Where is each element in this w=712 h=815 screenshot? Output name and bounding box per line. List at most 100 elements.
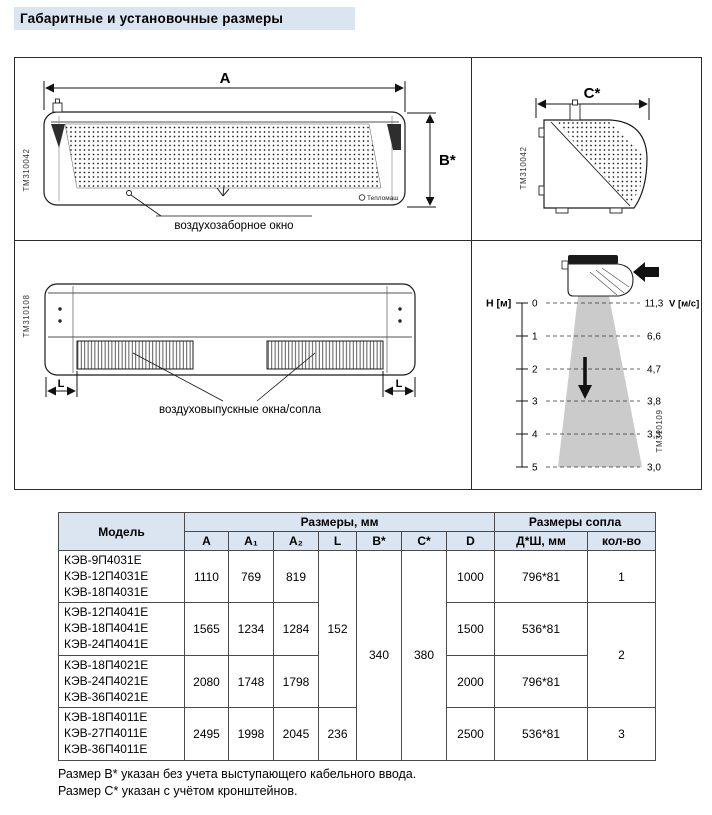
fan-mark-icon [216,185,230,197]
dim-l-cell: 152 [318,549,357,709]
svg-text:0: 0 [532,299,538,310]
footnote: Размер B* указан без учета выступающего … [58,767,417,781]
svg-text:2: 2 [532,365,538,376]
table-row: КЭВ-18П4021Е КЭВ-24П4021Е КЭВ-36П4021Е 2… [58,654,656,709]
outlet-callout-label: воздуховыпускные окна/сопла [159,404,322,416]
page-title: Габаритные и установочные размеры [14,7,355,30]
dim-a1-cell: 1748 [228,654,274,709]
col-header-d: D [445,531,496,551]
drawing-code: ТМ310109 [655,409,664,452]
dim-a2-cell: 819 [273,549,319,604]
dim-a1-cell: 1998 [228,707,274,761]
dim-a2-cell: 2045 [273,707,319,761]
nozzle-size-cell: 536*81 [494,602,589,656]
col-header-model: Модель [58,512,185,551]
dim-b-cell: 340 [356,550,402,761]
col-header-dsh: Д*Ш, мм [494,531,589,551]
dim-a-cell: 1565 [184,602,229,656]
brand-label: Тепломаш [367,195,399,202]
dim-l-right-label: L [396,378,403,390]
svg-text:3: 3 [532,397,538,408]
dimension-c [535,98,650,120]
grid-dashes [546,302,640,468]
side-view-cell: C* ТМ310042 [471,58,701,240]
svg-text:4: 4 [532,430,538,441]
nozzle-size-cell: 536*81 [494,707,589,761]
col-header-qty: кол-во [587,531,657,551]
col-group-nozzle: Размеры сопла [494,512,657,532]
dim-a1-cell: 769 [228,549,274,604]
dim-a-label: A [220,70,231,87]
footnotes: Размер B* указан без учета выступающего … [58,766,416,800]
outlet-window-left [76,340,194,370]
table-row: КЭВ-18П4011Е КЭВ-27П4011Е КЭВ-36П4011Е 2… [58,707,657,761]
col-header-a2: A₂ [273,531,319,551]
table-row: КЭВ-9П4031Е КЭВ-12П4031Е КЭВ-18П4031Е 11… [58,549,657,761]
dim-a2-cell: 1798 [273,654,319,709]
drawing-code: ТМ310108 [22,294,31,337]
nozzle-qty-cell: 2 [587,602,657,709]
svg-text:3,8: 3,8 [647,397,661,408]
model-cell: КЭВ-9П4031Е КЭВ-12П4031Е КЭВ-18П4031Е [58,549,185,604]
airflow-cell: H [м] V [м/с] 0 1 2 3 4 5 11,3 6,6 4,7 3… [471,240,701,489]
cable-gland [569,99,581,121]
side-grille [556,122,644,204]
svg-text:4,7: 4,7 [647,365,661,376]
dim-a2-cell: 1284 [273,602,319,656]
side-view-drawing: C* ТМ310042 [519,85,650,214]
svg-text:1: 1 [532,332,538,343]
front-view-cell: A [15,58,471,240]
nozzle-qty-cell: 3 [587,707,657,761]
h-tick-labels: 0 1 2 3 4 5 [532,299,538,474]
brand-logo-icon [358,194,366,201]
airflow-cone [558,296,642,467]
nozzle-qty-cell: 1 [587,549,657,604]
downflow-arrow-icon [578,357,592,399]
dim-a-cell: 2080 [184,654,229,709]
nozzle-size-cell: 796*81 [494,654,589,709]
cable-gland [52,98,63,113]
dim-c-cell: 380 [401,550,447,761]
col-header-a1: A₁ [228,531,274,551]
svg-text:3,0: 3,0 [647,463,661,474]
dim-d-cell: 2500 [445,707,496,761]
v-axis-label: V [м/с] [669,299,699,310]
svg-text:5: 5 [532,463,538,474]
dim-a-cell: 1110 [184,549,229,604]
dimension-l-right [382,371,416,397]
nozzle-size-cell: 796*81 [494,549,589,604]
col-header-a: A [184,531,229,551]
dim-d-cell: 2000 [445,654,496,709]
col-group-dimensions: Размеры, мм [183,512,496,532]
unit-icon [561,255,659,297]
mount-tabs [538,127,623,214]
col-header-b: B* [356,531,402,551]
dim-a1-cell: 1234 [228,602,274,656]
svg-text:3,3: 3,3 [647,430,661,441]
dim-c-label: C* [584,85,601,102]
col-header-c: C* [401,531,447,551]
bottom-view-cell: L L воздуховыпускные окна/сопла ТМ310108 [15,240,471,489]
side-body [538,99,648,214]
col-header-l: L [318,531,357,551]
drawing-code: ТМ310042 [22,148,31,191]
model-cell: КЭВ-12П4041Е КЭВ-18П4041Е КЭВ-24П4041Е [58,602,185,656]
left-vent [51,124,65,148]
intake-arrow-icon [633,262,659,282]
model-cell: КЭВ-18П4021Е КЭВ-24П4021Е КЭВ-36П4021Е [58,654,185,709]
drawing-code: ТМ310042 [519,146,528,189]
dim-d-cell: 1000 [445,549,496,604]
front-view-drawing: A [22,70,456,232]
dim-b-label: B* [439,152,456,169]
bottom-view-drawing: L L воздуховыпускные окна/сопла ТМ310108 [22,283,416,416]
intake-callout-label: воздухозаборное окно [174,220,293,232]
dim-l-cell: 236 [318,707,357,761]
outlet-callout: воздуховыпускные окна/сопла [132,352,322,416]
height-axis [516,302,528,468]
outlet-window-right [266,340,384,370]
svg-text:11,3: 11,3 [645,299,664,310]
dimension-l-left [45,371,78,397]
model-cell: КЭВ-18П4011Е КЭВ-27П4011Е КЭВ-36П4011Е [58,707,185,761]
intake-callout: воздухозаборное окно [126,190,312,232]
